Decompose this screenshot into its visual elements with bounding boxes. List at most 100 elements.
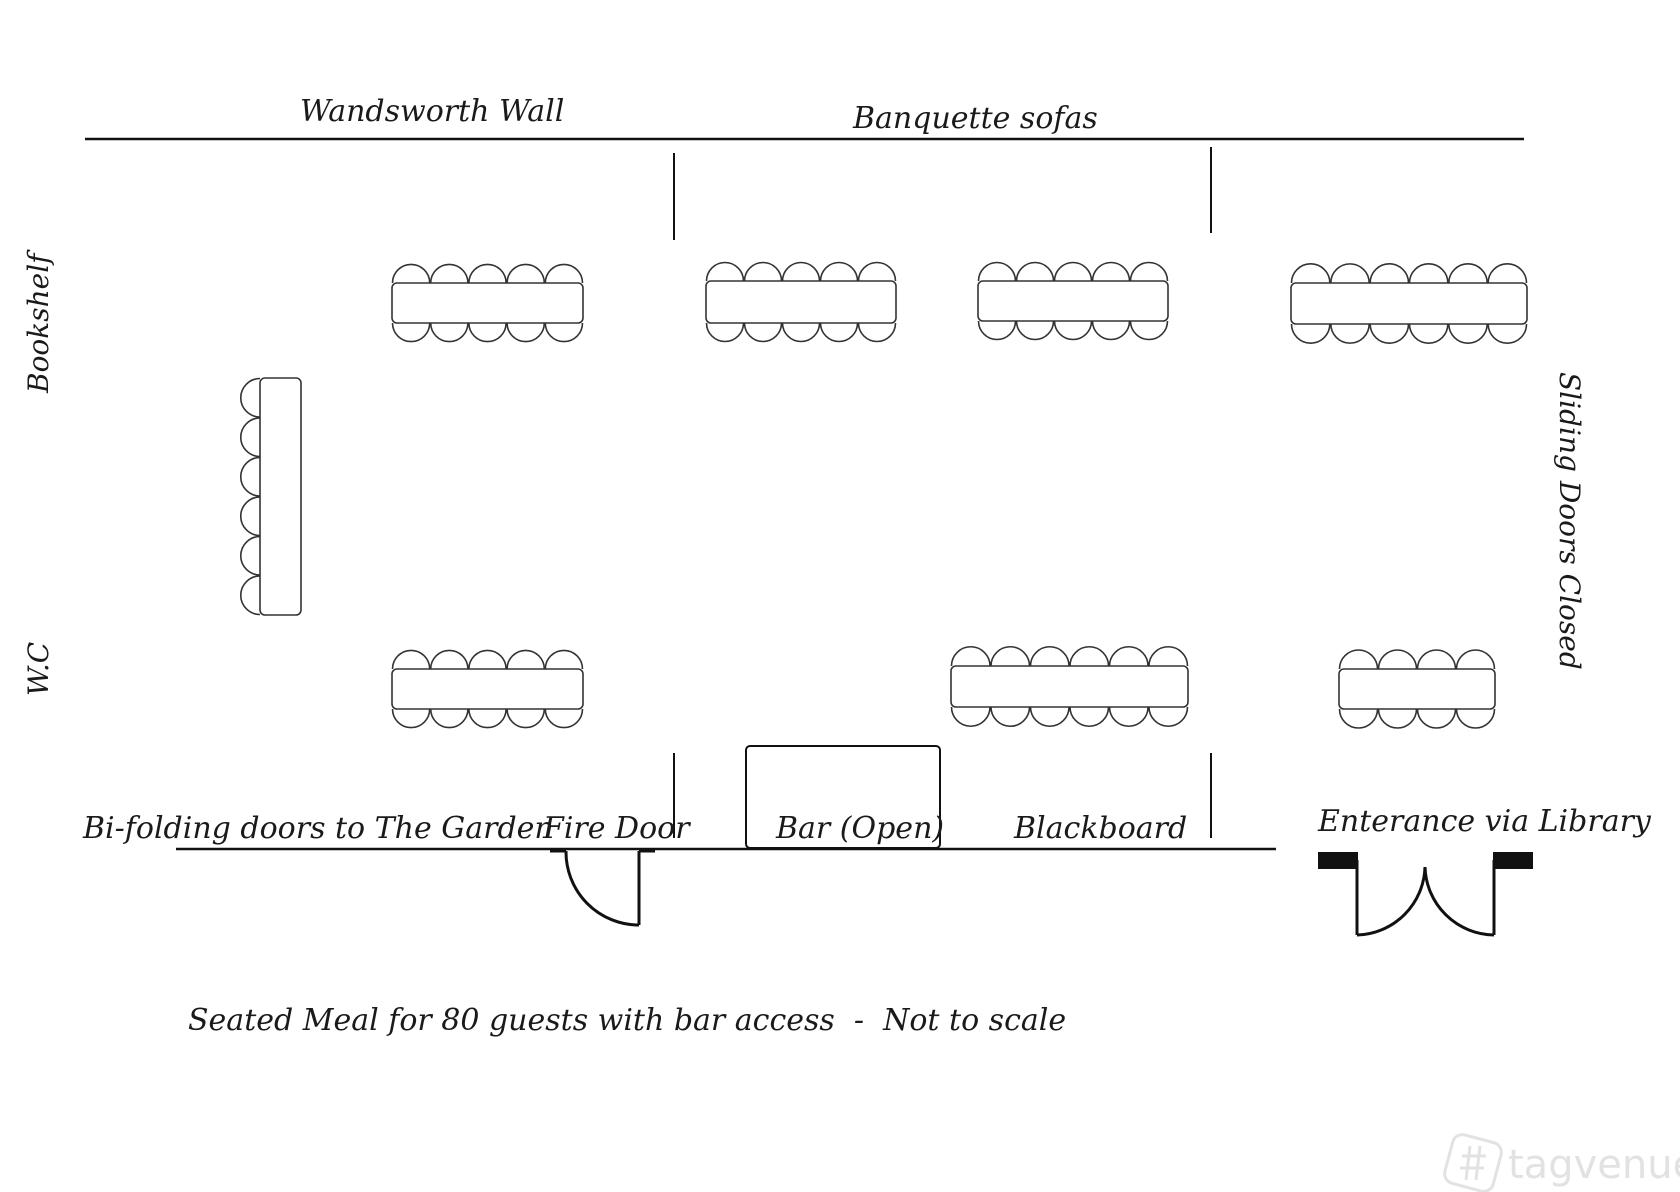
table-top <box>259 377 302 616</box>
label-wc: W.C <box>22 642 55 696</box>
table-top-2 <box>705 261 897 343</box>
label-bifolding-doors: Bi-folding doors to The Garden <box>82 811 554 846</box>
chair <box>544 263 584 284</box>
chair <box>1069 706 1110 727</box>
chair <box>240 575 261 616</box>
chair <box>781 322 821 343</box>
table-top <box>391 668 584 710</box>
chair <box>705 322 745 343</box>
chair <box>819 322 859 343</box>
chair <box>1015 320 1055 341</box>
chair <box>857 322 897 343</box>
table-bottom-2 <box>950 646 1189 727</box>
label-wandsworth-wall: Wandsworth Wall <box>300 94 564 129</box>
chair <box>1129 320 1169 341</box>
chair <box>819 261 859 282</box>
table-top <box>1290 282 1528 325</box>
chair <box>1029 646 1070 667</box>
table-top-3 <box>977 261 1169 341</box>
chair <box>990 706 1031 727</box>
table-top <box>391 282 584 324</box>
chair <box>1129 261 1169 282</box>
watermark-text: tagvenue <box>1508 1142 1680 1188</box>
chair <box>468 649 507 670</box>
chair <box>429 708 469 729</box>
chair <box>506 263 546 284</box>
chair <box>1408 263 1449 284</box>
label-sliding-doors: Sliding Doors Closed <box>1553 372 1586 670</box>
chair <box>1455 708 1496 729</box>
chair <box>1330 263 1370 284</box>
chair <box>1108 646 1149 667</box>
chair <box>743 322 783 343</box>
tables-group <box>240 261 1528 729</box>
chair <box>1330 323 1370 344</box>
table-top <box>977 280 1169 322</box>
label-bookshelf: Bookshelf <box>22 249 55 394</box>
label-fire-door: Fire Door <box>542 811 691 846</box>
chair <box>1487 263 1528 284</box>
chair <box>240 535 261 576</box>
caption: Seated Meal for 80 guests with bar acces… <box>188 1003 1066 1038</box>
chair <box>468 263 507 284</box>
chair <box>1416 708 1457 729</box>
chair <box>506 649 546 670</box>
chair <box>1448 323 1488 344</box>
chair <box>1108 706 1149 727</box>
chair <box>1148 646 1189 667</box>
entrance-door-icon <box>1318 852 1533 937</box>
chair <box>781 261 821 282</box>
bar-counter <box>745 745 941 849</box>
chair <box>544 649 584 670</box>
table-top <box>705 280 897 324</box>
chair <box>429 263 469 284</box>
chair <box>240 417 261 458</box>
chair <box>950 706 991 727</box>
chair <box>1448 263 1488 284</box>
chair <box>240 377 261 418</box>
table-top-1 <box>391 263 584 343</box>
chair <box>1053 261 1093 282</box>
chair <box>544 322 584 343</box>
chair <box>1290 263 1331 284</box>
chair <box>468 708 507 729</box>
tagvenue-logo-icon <box>1443 1133 1503 1192</box>
chair <box>1369 263 1410 284</box>
chair <box>1290 323 1331 344</box>
chair <box>857 261 897 282</box>
chair <box>391 322 431 343</box>
chair <box>240 456 261 497</box>
chair <box>1091 261 1131 282</box>
chair <box>1487 323 1528 344</box>
label-bar: Bar (Open) <box>775 811 944 846</box>
chair <box>506 322 546 343</box>
chair <box>1416 649 1457 670</box>
chair <box>977 261 1017 282</box>
chair <box>1377 708 1418 729</box>
fire-door-icon <box>550 849 655 927</box>
chair <box>468 322 507 343</box>
chair <box>990 646 1031 667</box>
chair <box>1091 320 1131 341</box>
chair <box>1148 706 1189 727</box>
table-top <box>950 665 1189 708</box>
chair <box>1408 323 1449 344</box>
chair <box>1029 706 1070 727</box>
chair <box>391 649 431 670</box>
chair <box>429 322 469 343</box>
table-top-4 <box>1290 263 1528 344</box>
chair <box>950 646 991 667</box>
label-banquette-sofas: Banquette sofas <box>852 101 1098 136</box>
chair <box>1377 649 1418 670</box>
chair <box>1338 649 1379 670</box>
chair <box>977 320 1017 341</box>
chair <box>1338 708 1379 729</box>
chair <box>506 708 546 729</box>
chair <box>1455 649 1496 670</box>
chair <box>743 261 783 282</box>
chair <box>391 708 431 729</box>
label-blackboard: Blackboard <box>1013 811 1187 846</box>
table-left-vertical <box>240 377 302 616</box>
label-entrance: Enterance via Library <box>1317 804 1652 839</box>
table-bottom-3 <box>1338 649 1496 729</box>
